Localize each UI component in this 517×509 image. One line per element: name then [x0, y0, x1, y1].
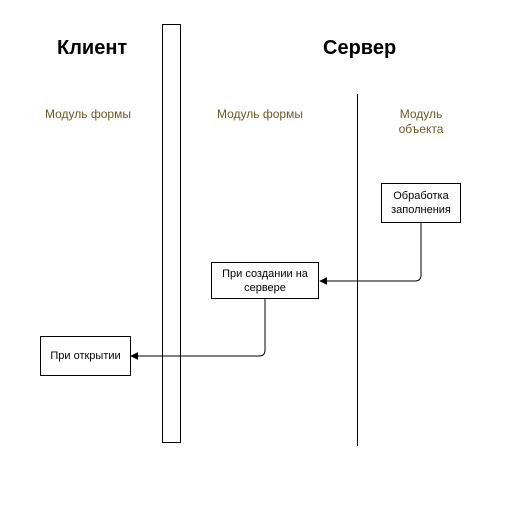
- client-server-divider: [162, 24, 181, 443]
- fill-processing-node[interactable]: Обработка заполнения: [381, 183, 461, 223]
- on-create-at-server-node[interactable]: При создании на сервере: [211, 262, 319, 299]
- server-object-module-label: Модуль объекта: [398, 107, 444, 136]
- on-open-node[interactable]: При открытии: [40, 336, 131, 376]
- edge-create-to-open: [130, 299, 266, 360]
- module-separator-line: [357, 94, 358, 446]
- server-form-module-label: Модуль формы: [217, 107, 303, 121]
- server-heading: Сервер: [323, 37, 397, 59]
- client-form-module-label: Модуль формы: [45, 107, 131, 121]
- edge-fill-to-create: [319, 223, 422, 285]
- client-heading: Клиент: [57, 37, 128, 59]
